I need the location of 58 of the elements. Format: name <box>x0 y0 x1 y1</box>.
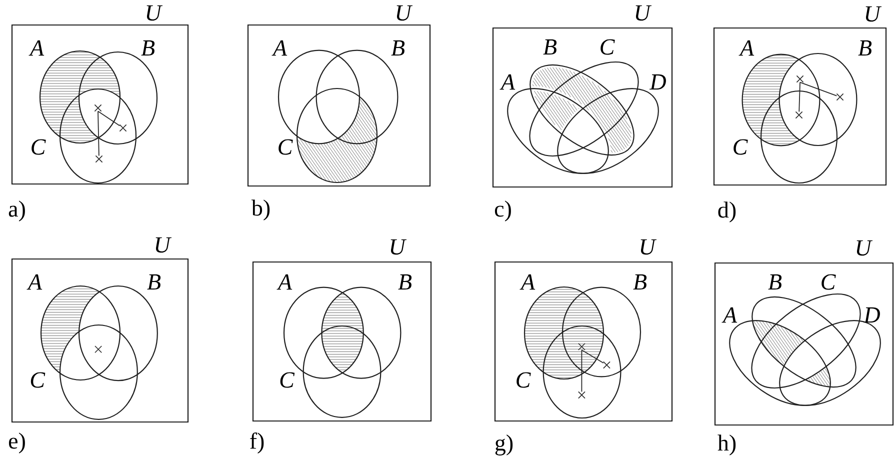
set-label: B <box>768 274 782 290</box>
set-label: B <box>147 274 161 290</box>
set-label: B <box>398 274 412 290</box>
connector-line <box>581 350 604 364</box>
set-label: U <box>146 5 163 21</box>
panel-label: f) <box>250 432 264 454</box>
cross-mark <box>578 391 586 399</box>
cross-mark <box>795 111 803 119</box>
cross-mark <box>796 75 804 83</box>
set-label: U <box>856 240 873 256</box>
panel-label: h) <box>718 434 736 456</box>
connector-line <box>98 110 100 156</box>
set-label: C <box>516 372 531 388</box>
set-label: A <box>520 274 536 290</box>
connector-line <box>798 82 800 112</box>
panel-label: b) <box>251 200 270 220</box>
panel-label: a) <box>8 200 25 222</box>
set-label: A <box>738 40 754 56</box>
panel-label: g) <box>495 434 513 456</box>
set-label: U <box>636 5 652 21</box>
connector-line <box>98 110 120 126</box>
panel-label: e) <box>8 432 25 454</box>
cross-mark <box>119 124 127 132</box>
set-label: B <box>141 40 155 56</box>
set-label: B <box>543 39 557 55</box>
cross-mark <box>603 361 610 369</box>
set-label: A <box>722 307 738 323</box>
set-label: C <box>734 139 748 155</box>
cross-mark <box>836 93 844 101</box>
set-label: A <box>272 40 288 56</box>
set-label: U <box>640 239 657 255</box>
set-label: A <box>500 74 516 90</box>
set-label: A <box>26 274 42 290</box>
set-label: B <box>391 40 405 56</box>
set-label: C <box>822 274 836 290</box>
panel-label: c) <box>494 200 511 222</box>
set-label: D <box>863 307 880 323</box>
set-label: U <box>396 5 413 21</box>
cross-mark <box>94 346 102 353</box>
set-label: A <box>28 40 44 56</box>
set-label: B <box>858 40 872 56</box>
set-label: C <box>280 372 295 388</box>
set-label: U <box>390 239 407 255</box>
cross-mark <box>94 104 102 112</box>
set-label: C <box>600 39 615 55</box>
set-label: C <box>278 139 293 155</box>
panel-label: d) <box>718 202 736 222</box>
set-label: U <box>866 6 882 22</box>
set-label: A <box>276 274 292 290</box>
connector-line <box>581 350 582 392</box>
set-label: B <box>633 274 647 290</box>
set-label: C <box>30 372 46 388</box>
set-label: U <box>156 237 172 253</box>
cross-mark <box>95 155 103 163</box>
cross-mark <box>578 343 586 350</box>
set-label: D <box>649 74 666 90</box>
connector-line <box>800 82 838 96</box>
set-label: C <box>32 139 46 155</box>
